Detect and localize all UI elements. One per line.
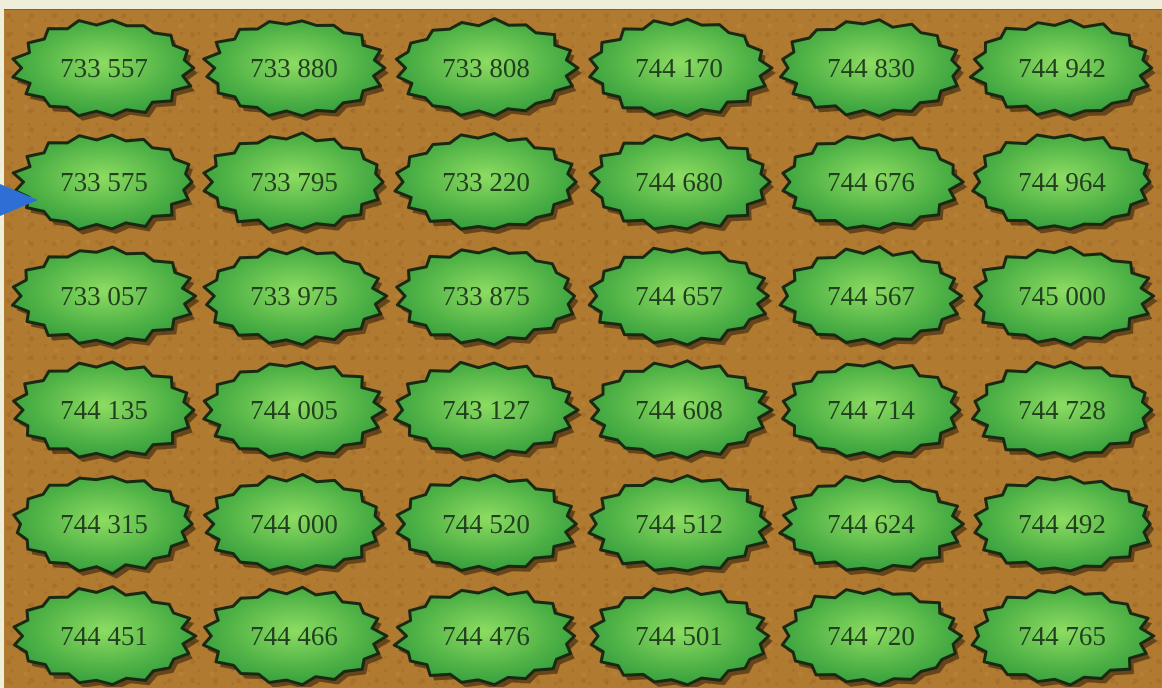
lily-pad[interactable]: 744 714 [783,361,964,463]
lily-pad[interactable]: 744 720 [782,589,965,687]
lily-pad-number: 744 720 [827,621,915,651]
lily-pad[interactable]: 744 476 [394,588,578,687]
lily-pad[interactable]: 744 608 [591,361,777,463]
lily-pad-number: 744 512 [635,509,723,539]
lily-pad-number: 744 005 [250,395,338,425]
lily-pad[interactable]: 733 220 [395,133,580,234]
lily-pad-number: 743 127 [442,395,530,425]
lily-pad[interactable]: 744 942 [970,20,1155,121]
lily-pad-number: 744 830 [827,53,915,83]
lily-pad[interactable]: 744 680 [590,134,774,234]
lily-pad[interactable]: 744 005 [204,363,389,463]
lily-pad[interactable]: 744 492 [975,477,1154,576]
lily-pad-number: 744 676 [827,167,915,197]
lily-pad-number: 744 315 [60,509,148,539]
lily-pad-number: 744 520 [442,509,530,539]
lily-pad-number: 744 657 [635,281,723,311]
lily-pad-number: 744 714 [827,395,915,425]
lily-pad[interactable]: 744 501 [591,588,773,687]
lily-pad-number: 733 557 [60,53,148,83]
lily-pad-number: 733 880 [250,53,338,83]
lily-pad-number: 733 575 [60,167,148,197]
lily-pad[interactable]: 744 520 [397,475,580,576]
lily-pad[interactable]: 733 575 [13,135,196,235]
lily-pad-number: 744 567 [827,281,915,311]
lily-pad-number: 744 451 [60,621,148,651]
lily-pad[interactable]: 744 728 [973,362,1156,463]
lily-pad-number: 733 795 [250,167,338,197]
lily-pad[interactable]: 733 880 [204,21,389,121]
lily-pad-number: 744 608 [635,395,723,425]
lily-pad-number: 733 808 [442,53,530,83]
lily-pad-number: 744 466 [250,621,338,651]
lily-pad-number: 733 975 [250,281,338,311]
lily-pad-number: 744 476 [442,621,530,651]
lily-pad[interactable]: 744 765 [972,587,1158,687]
lily-pad[interactable]: 744 135 [14,362,198,463]
arrow-right-icon [0,184,38,216]
lily-pad[interactable]: 744 170 [590,19,776,121]
lily-pad[interactable]: 733 057 [13,247,200,350]
lily-pad[interactable]: 733 795 [204,133,387,234]
lily-pad[interactable]: 743 127 [395,362,582,463]
lily-pad[interactable]: 744 830 [781,20,964,121]
lily-pad[interactable]: 744 000 [205,475,388,576]
lily-pad-number: 744 964 [1018,167,1106,197]
lily-pad-number: 744 942 [1018,53,1106,83]
lily-pad[interactable]: 733 875 [397,248,579,350]
lily-pad-number: 744 492 [1018,509,1106,539]
lily-pad-number: 744 680 [635,167,723,197]
lily-pad-number: 744 765 [1018,621,1106,651]
lily-pad[interactable]: 744 512 [589,476,774,576]
lily-pad[interactable]: 744 676 [783,135,967,235]
lily-pad-number: 745 000 [1018,281,1106,311]
lily-pad[interactable]: 744 657 [589,248,772,350]
lily-pad[interactable]: 744 451 [14,587,200,687]
lily-pad[interactable]: 744 964 [973,135,1154,234]
lily-pad[interactable]: 733 808 [396,19,582,121]
lily-pad[interactable]: 733 975 [204,248,391,350]
lily-pad-number: 744 624 [827,509,915,539]
lily-pad-number: 733 220 [442,167,530,197]
lily-pad-number: 744 501 [635,621,723,651]
lily-pad-number: 744 728 [1018,395,1106,425]
lily-pad-number: 744 170 [635,53,723,83]
lily-pad[interactable]: 744 315 [14,477,196,579]
lily-pad-number: 744 135 [60,395,148,425]
lily-pad-number: 744 000 [250,509,338,539]
lily-pad-number: 733 875 [442,281,530,311]
lily-pad[interactable]: 744 624 [780,476,968,576]
lily-pad[interactable]: 745 000 [975,247,1158,350]
lily-pad[interactable]: 744 567 [780,247,965,350]
lily-pad[interactable]: 733 557 [13,20,198,121]
lily-pad-number: 733 057 [60,281,148,311]
lily-pad[interactable]: 744 466 [203,587,391,687]
